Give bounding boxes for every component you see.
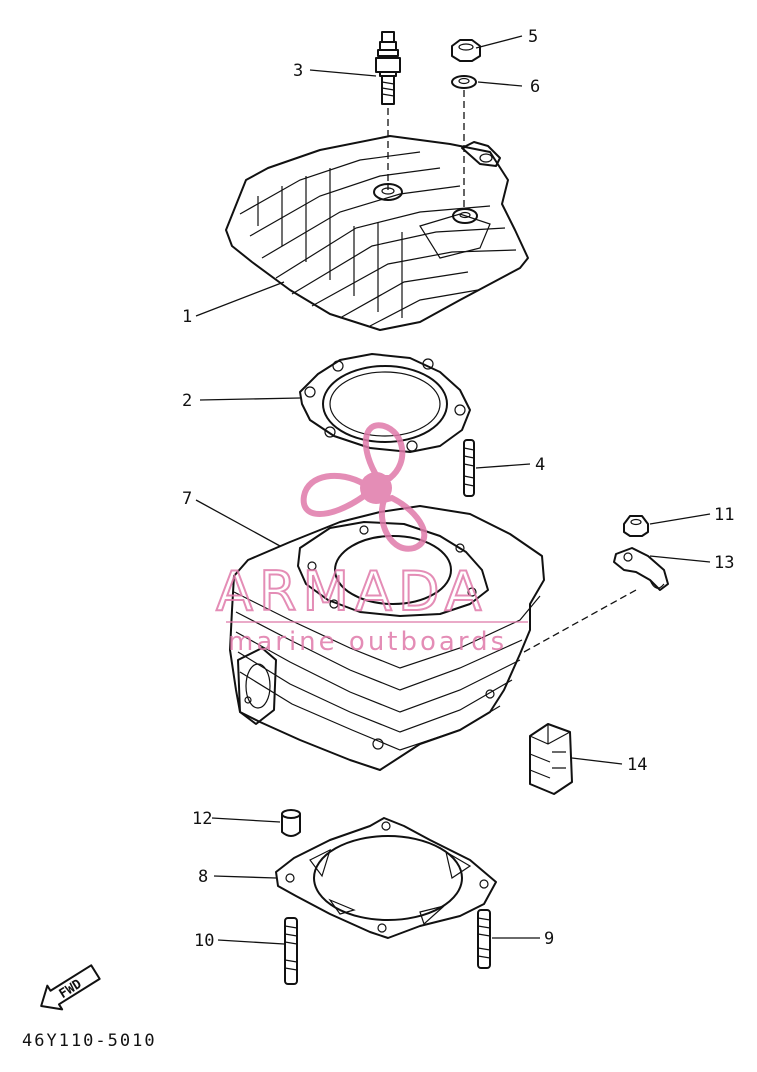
fwd-arrow-icon: FWD xyxy=(40,964,101,1011)
callout-11: 11 xyxy=(714,505,734,525)
callout-10: 10 xyxy=(194,931,214,951)
stud-bolt-left[interactable] xyxy=(284,917,298,985)
callout-12: 12 xyxy=(192,809,212,829)
watermark-tagline: marine outboards xyxy=(228,627,507,657)
watermark-brand: ARMADA xyxy=(216,560,488,623)
callout-1: 1 xyxy=(182,307,192,327)
cap-nut[interactable] xyxy=(451,39,481,62)
propeller-logo-icon xyxy=(300,422,428,552)
armada-watermark: ARMADA marine outboards xyxy=(215,422,528,657)
spark-plug[interactable] xyxy=(375,31,401,105)
callout-14: 14 xyxy=(627,755,647,775)
flange-nut[interactable] xyxy=(623,515,649,537)
diagram-code: 46Y110-5010 xyxy=(22,1031,157,1051)
callout-4: 4 xyxy=(535,455,545,475)
dowel-pin[interactable] xyxy=(281,809,301,837)
callout-13: 13 xyxy=(714,553,734,573)
base-gasket[interactable] xyxy=(275,817,497,939)
stud-bolt-right[interactable] xyxy=(477,909,491,969)
bracket-clip[interactable] xyxy=(613,547,669,591)
callout-9: 9 xyxy=(544,929,554,949)
callout-2: 2 xyxy=(182,391,192,411)
cylinder-head[interactable] xyxy=(225,135,529,331)
callout-3: 3 xyxy=(293,61,303,81)
washer[interactable] xyxy=(451,75,477,89)
head-gasket[interactable] xyxy=(299,353,471,453)
fwd-label: FWD xyxy=(57,977,85,1002)
damper-block[interactable] xyxy=(529,723,573,795)
callout-8: 8 xyxy=(198,867,208,887)
stud-bolt[interactable] xyxy=(463,439,475,497)
callout-7: 7 xyxy=(182,489,192,509)
callout-6: 6 xyxy=(530,77,540,97)
callout-5: 5 xyxy=(528,27,538,47)
